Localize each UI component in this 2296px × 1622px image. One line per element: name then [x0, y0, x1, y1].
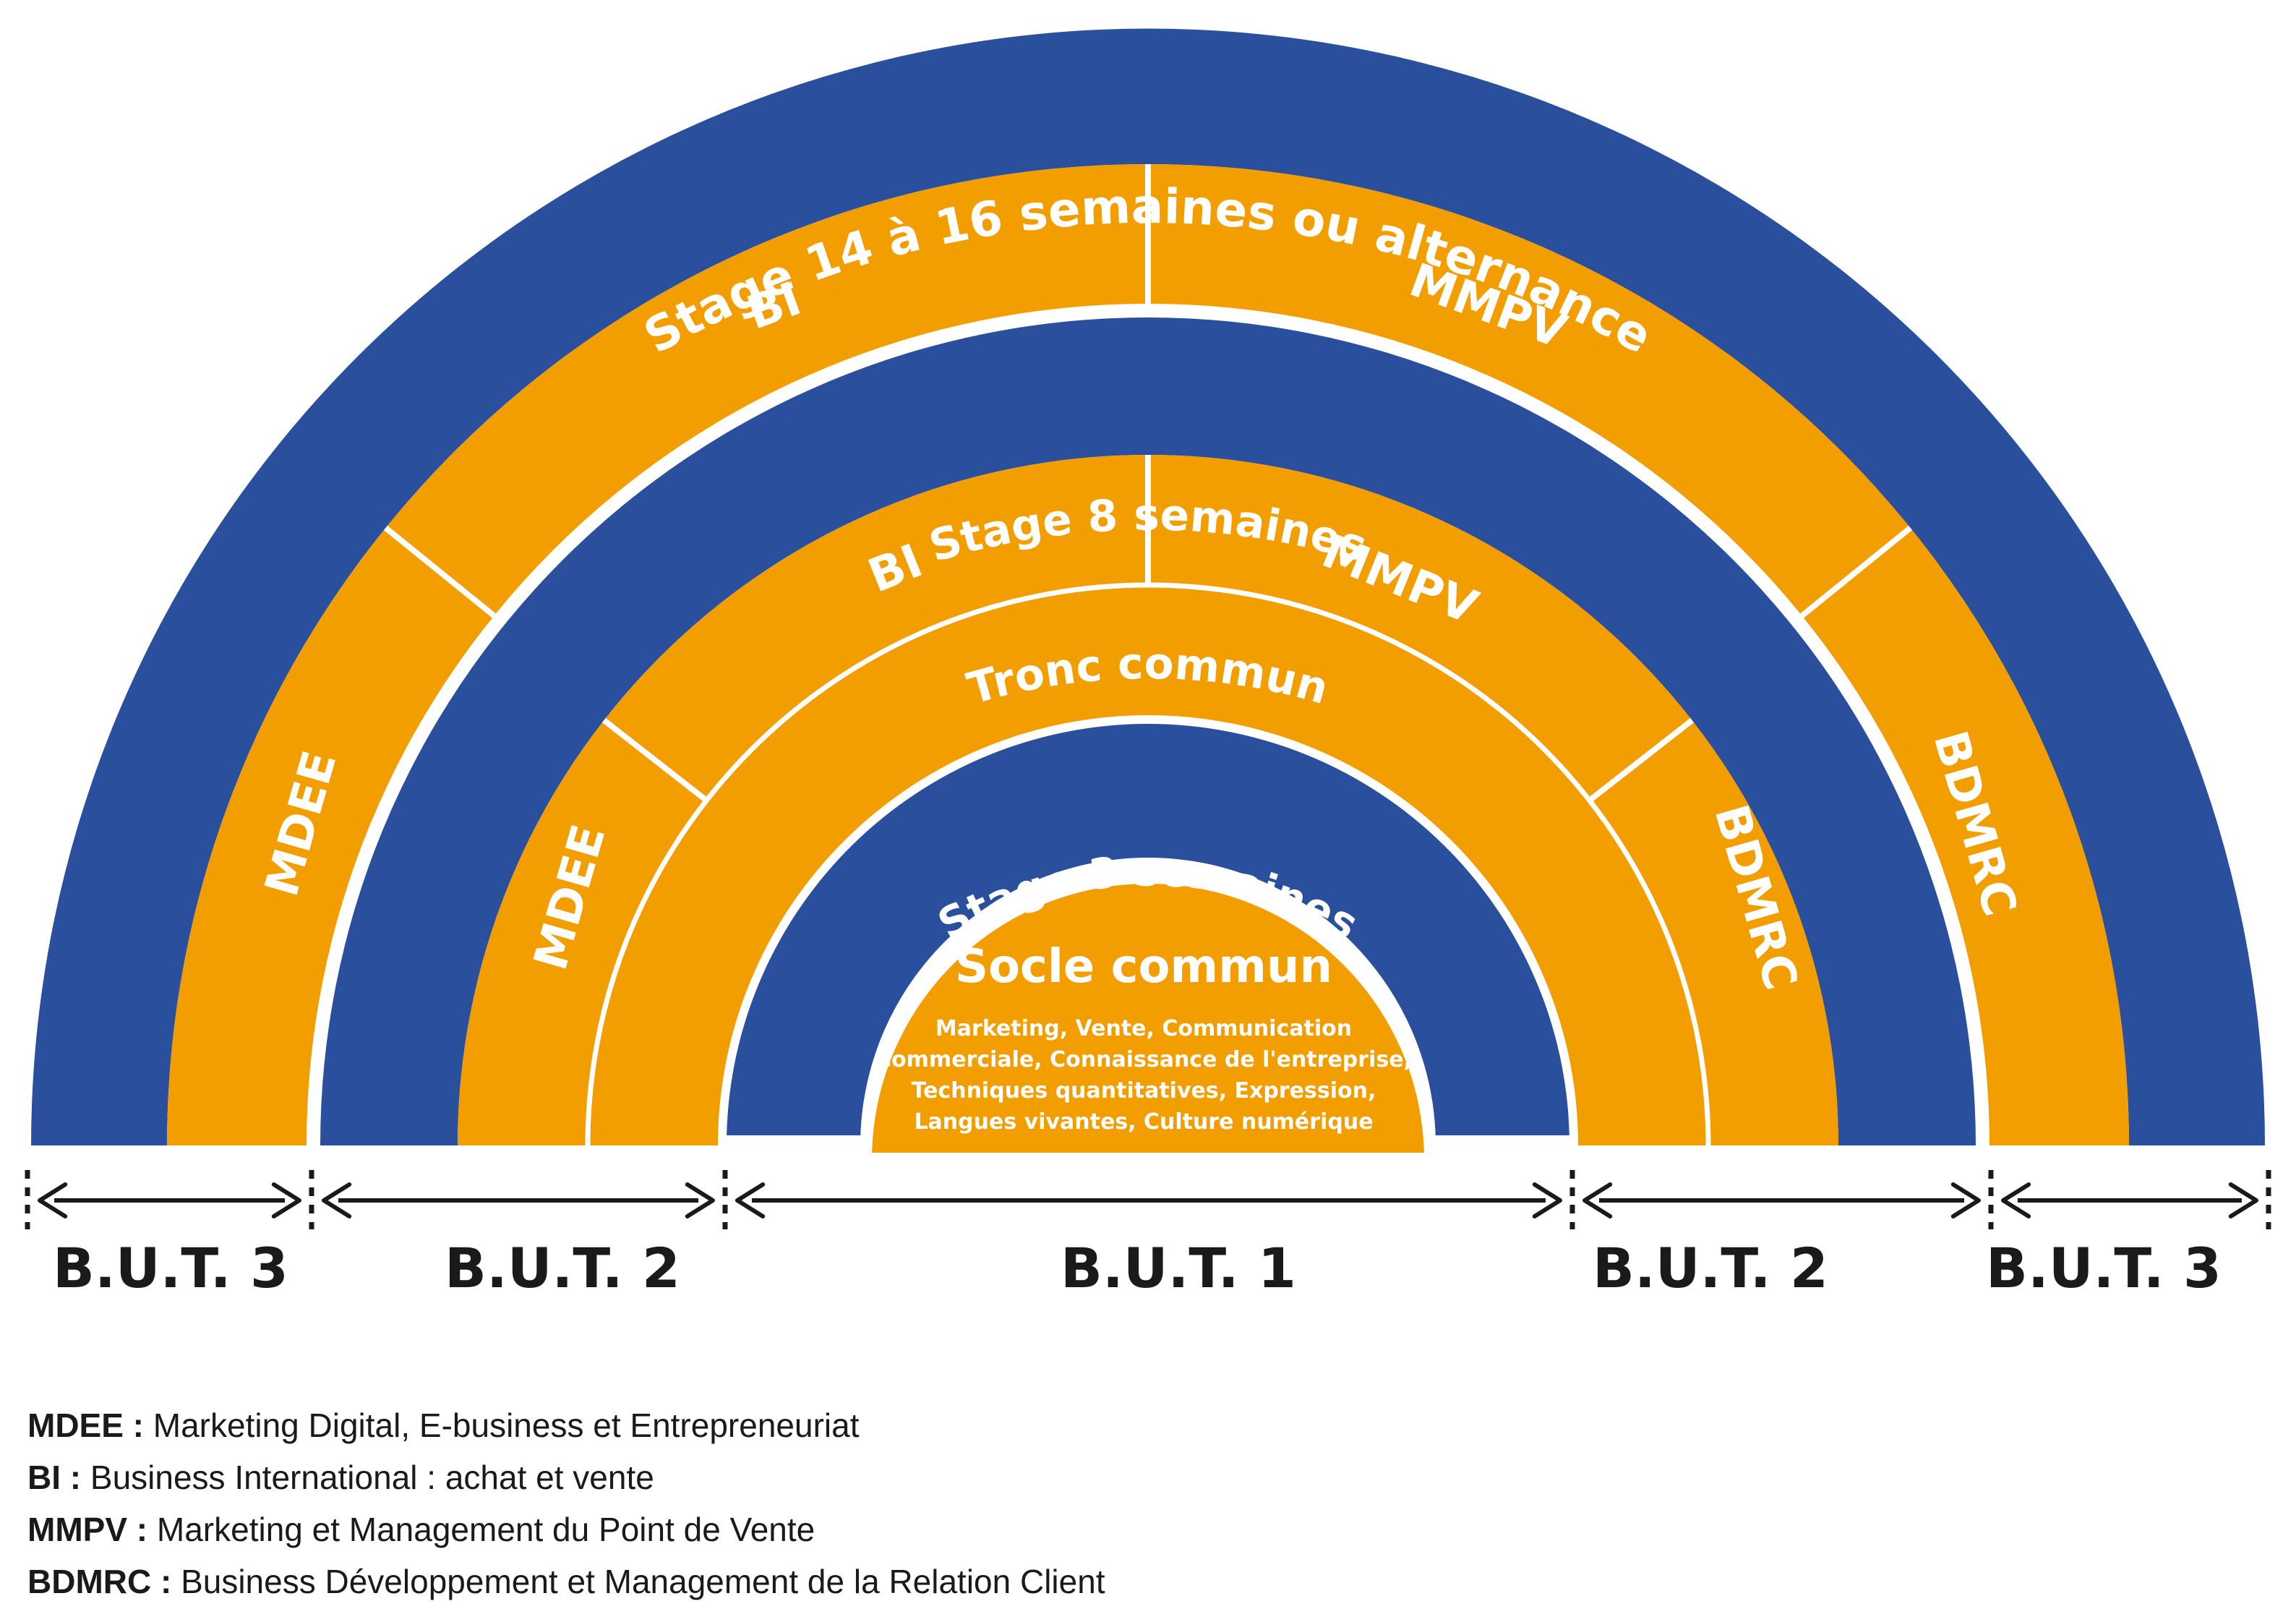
- legend-abbr: BI :: [27, 1459, 82, 1496]
- legend-item-bi: BI : Business International : achat et v…: [27, 1451, 2196, 1503]
- inner-orange-band: [458, 455, 1838, 1145]
- parcours-year-3-band: [167, 164, 2129, 1145]
- tronc-commun-band-shape: [588, 585, 1708, 1145]
- year-arrow: [1582, 1182, 1981, 1218]
- outer-blue-band: [31, 28, 2265, 1146]
- stage-3-band-shape: [727, 724, 1569, 1135]
- legend-item-mdee: MDEE : Marketing Digital, E-business et …: [27, 1399, 2196, 1451]
- year-arrows: [38, 1182, 2258, 1218]
- tronc-inner-divider: [585, 582, 1711, 1146]
- socle-line-4: Langues vivantes, Culture numérique: [914, 1109, 1373, 1135]
- parcours-year-2-band: [458, 455, 1838, 1145]
- middle-blue-band: [320, 317, 1976, 1145]
- year-label-right-3: B.U.T. 3: [1986, 1236, 2222, 1300]
- tronc-commun-band: [588, 585, 1708, 1145]
- socle-commun-core: [872, 883, 1424, 1153]
- legend-abbr: BDMRC :: [27, 1563, 172, 1600]
- year-label-right-2: B.U.T. 2: [1593, 1236, 1828, 1300]
- year-arrow: [735, 1182, 1562, 1218]
- legend-item-bdmrc: BDMRC : Business Développement et Manage…: [27, 1555, 2196, 1608]
- legend-item-mmpv: MMPV : Marketing et Management du Point …: [27, 1503, 2196, 1555]
- legend-text: Business Développement et Management de …: [171, 1563, 1105, 1600]
- socle-commun-shape: [872, 883, 1424, 1153]
- socle-line-3: Techniques quantitatives, Expression,: [912, 1078, 1376, 1104]
- legend-text: Marketing Digital, E-business et Entrepr…: [144, 1407, 860, 1444]
- stage-8-band: [320, 317, 1976, 1145]
- outer-orange-band: [167, 164, 2129, 1145]
- legend-abbr: MDEE :: [27, 1407, 144, 1444]
- inner-divider-right: [1588, 717, 1695, 803]
- year-arrow: [2001, 1182, 2258, 1218]
- stage-14-band: [31, 28, 2265, 1146]
- legend-text: Marketing et Management du Point de Vent…: [147, 1511, 815, 1548]
- legend-text: Business International : achat et vente: [81, 1459, 654, 1496]
- formation-diagram: Stage 14 à 16 semaines ou alternance Sta…: [25, 28, 2271, 1300]
- year-arrow: [322, 1182, 715, 1218]
- year-label-center-1: B.U.T. 1: [1061, 1236, 1296, 1300]
- year-label-left-2: B.U.T. 2: [445, 1236, 680, 1300]
- socle-line-1: Marketing, Vente, Communication: [935, 1016, 1352, 1041]
- outer-divider-right: [1800, 525, 1913, 618]
- outer-divider-left: [383, 525, 496, 618]
- year-arrow: [38, 1182, 301, 1218]
- socle-title: Socle commun: [955, 940, 1332, 994]
- inner-divider-left: [601, 717, 708, 803]
- legend: MDEE : Marketing Digital, E-business et …: [27, 1399, 2196, 1608]
- socle-line-2: Commerciale, Connaissance de l'entrepris…: [875, 1047, 1412, 1072]
- separators: [383, 164, 1913, 1146]
- year-label-left-3: B.U.T. 3: [53, 1236, 288, 1300]
- legend-abbr: MMPV :: [27, 1511, 148, 1548]
- stage-3-band: [727, 724, 1569, 1135]
